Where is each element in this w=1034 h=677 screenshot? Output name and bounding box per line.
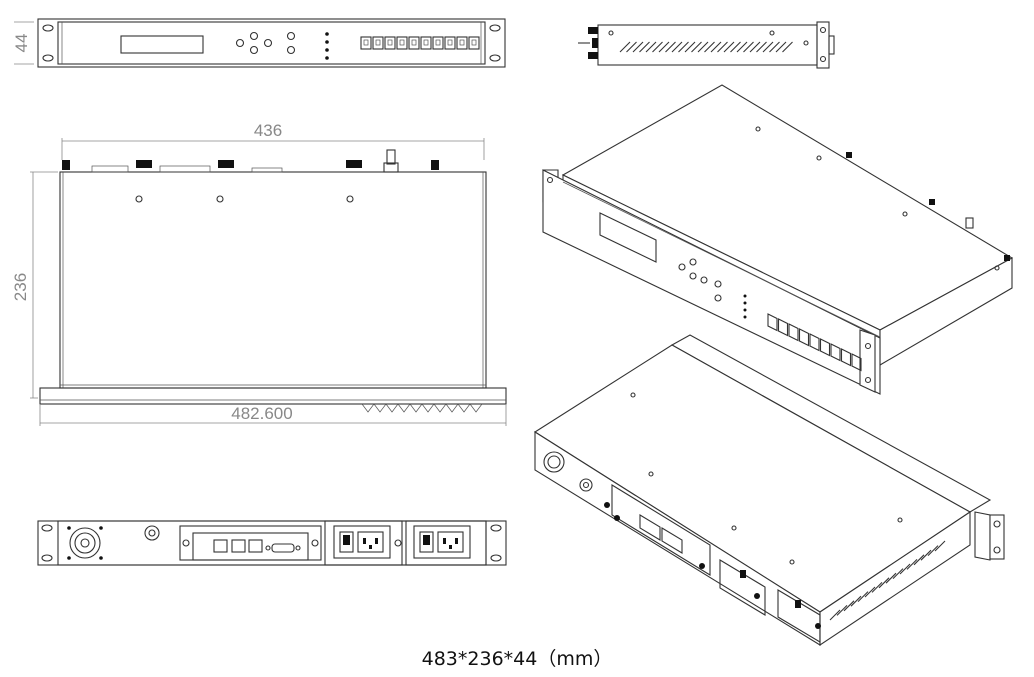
front-port-row — [360, 36, 480, 50]
front-view — [37, 18, 506, 68]
rear-fan — [67, 526, 103, 560]
isometric-rear-view — [533, 334, 1005, 647]
front-leds — [325, 32, 329, 60]
inner-width-dimension: 436 — [61, 121, 485, 160]
iso-leds — [743, 294, 747, 319]
iso-port-row — [767, 313, 862, 372]
side-vent-slots — [619, 41, 793, 53]
iso-keypad — [678, 258, 722, 302]
front-port-profile — [361, 403, 483, 413]
isometric-front-view — [542, 84, 1014, 395]
iso-display-window — [599, 212, 657, 263]
overall-width-dimension: 482.600 — [39, 404, 507, 426]
depth-dimension: 236 — [11, 171, 58, 399]
front-display-window — [120, 35, 204, 54]
front-keypad — [235, 31, 296, 55]
height-dimension-label: 44 — [12, 34, 31, 53]
top-view — [39, 149, 507, 413]
side-view — [578, 21, 835, 69]
iso-vent-slots — [829, 540, 946, 621]
depth-dimension-label: 236 — [11, 273, 30, 301]
inner-width-dimension-label: 436 — [254, 121, 282, 140]
dimension-caption: 483*236*44（mm） — [421, 648, 613, 670]
overall-width-dimension-label: 482.600 — [231, 404, 292, 423]
rear-view — [37, 520, 507, 566]
height-dimension: 44 — [12, 21, 34, 65]
